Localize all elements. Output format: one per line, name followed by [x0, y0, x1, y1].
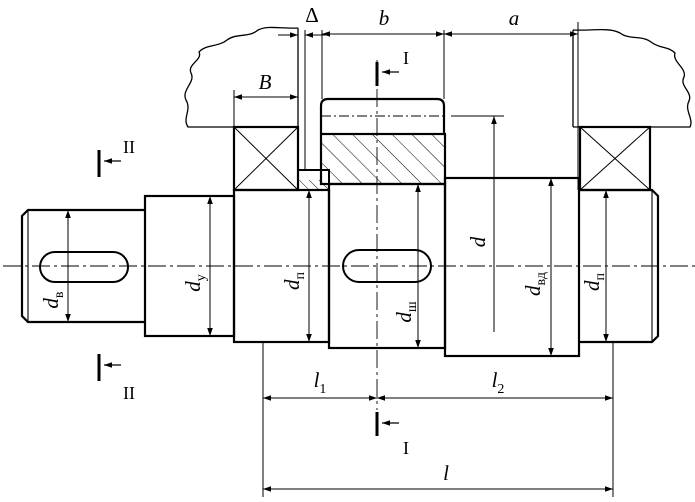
label-dvd: dвд [521, 272, 549, 296]
label-a: a [509, 6, 520, 30]
dimension-lines [65, 22, 614, 497]
bearing-right [578, 125, 652, 192]
label-b: b [379, 6, 390, 30]
housing-right-wall [572, 28, 692, 128]
label-section-I-top: I [403, 48, 409, 68]
label-dsh: dш [392, 301, 420, 323]
section-markers [97, 62, 399, 436]
label-l: l [443, 461, 449, 485]
label-section-II-bottom: II [123, 383, 135, 403]
gear [319, 97, 447, 186]
label-dv: dв [39, 291, 67, 309]
shaft-collar [443, 176, 581, 358]
label-section-I-bottom: I [403, 438, 409, 458]
center-lines [3, 60, 695, 410]
label-l2: l2 [492, 368, 505, 397]
label-l1: l1 [314, 368, 327, 397]
labels: Δ b a B I I II II l1 l2 l d dв dу dп dш … [39, 3, 608, 485]
label-dp-right: dп [580, 273, 608, 292]
label-B: B [259, 70, 272, 94]
label-du: dу [181, 274, 209, 292]
shaft [20, 176, 660, 358]
label-dp-left: dп [280, 272, 308, 291]
shaft-input-end [20, 208, 145, 324]
label-section-II-top: II [123, 137, 135, 157]
label-delta: Δ [305, 3, 319, 27]
label-d: d [466, 236, 490, 247]
housing-left-wall [184, 26, 299, 128]
keyway-input [39, 251, 129, 283]
bearing-left [232, 125, 300, 192]
